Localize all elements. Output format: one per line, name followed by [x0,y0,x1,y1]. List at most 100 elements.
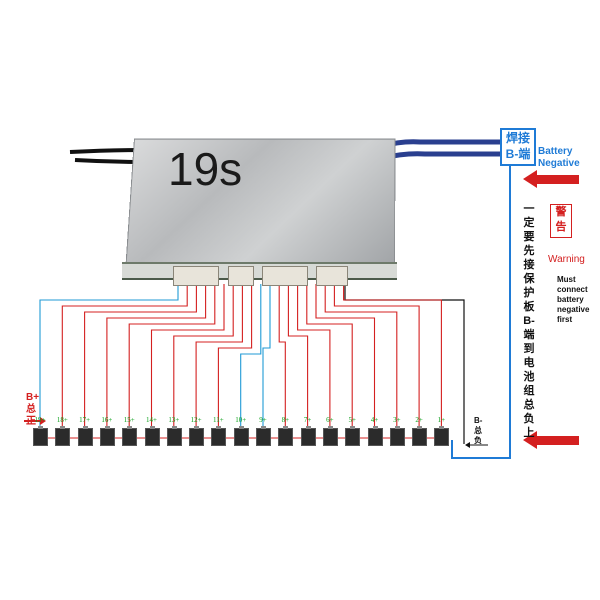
balance-wire [278,284,286,428]
battery-cell [77,426,93,446]
balance-wire [217,284,253,428]
battery-cell [144,426,160,446]
warning-char: 定 [523,217,535,229]
cell-label: 9+ [259,416,267,424]
battery-cell [367,426,383,446]
cell-label: 17+ [79,416,91,424]
battery-cell [33,426,48,446]
cell-label: 12+ [190,416,202,424]
warning-char: 护 [523,287,535,299]
balance-wire [106,284,207,428]
balance-connector-1 [173,266,219,286]
warning-char: 板 [523,301,535,313]
balance-wire [333,284,420,428]
battery-cell [166,426,182,446]
warning-char: 接 [523,259,535,271]
warning-en-line: first [557,315,573,324]
balance-connector-3 [262,266,308,286]
cell-label: 5+ [348,416,356,424]
warning-char: 保 [523,273,535,285]
warning-char: 池 [523,371,535,383]
warning-char: 端 [523,329,535,341]
warning-char: 到 [523,343,535,355]
warning-char: 电 [523,357,535,369]
balance-wire [128,284,216,428]
battery-cell [55,426,71,446]
battery-cell [189,426,205,446]
cell-label: 10+ [235,416,247,424]
balance-wire [287,284,309,428]
warning-en-line: negative [557,305,590,314]
board-label: 19s [168,143,243,195]
warning-vertical-cn: 一定要先接保护板 B- 端到电池组总负上 [522,202,536,440]
cell-label: 2+ [415,416,423,424]
b-plus-label: B+ 总 正 [26,392,40,427]
b-plus-arrowhead [40,417,46,425]
balance-wire [297,284,331,428]
cell-label: 3+ [393,416,401,424]
b-minus-total-label: B- 总 负 [474,416,483,445]
warning-char: B- [523,315,535,327]
cell-label: 18+ [56,416,68,424]
warning-char: 负 [523,413,535,425]
battery-cell [434,426,450,446]
warning-cn-box: 警 告 [550,204,572,238]
warning-char: 一 [523,203,535,215]
balance-wire [150,284,225,428]
balance-wire [173,284,234,428]
battery-cell [122,426,138,446]
cell-label: 7+ [303,416,312,424]
warning-char: 总 [523,399,535,411]
warning-en-label: Warning [548,254,585,265]
battery-cell [322,426,338,446]
balance-wire [195,284,243,428]
warning-en-line: battery [557,295,584,304]
cell-label: 8+ [281,416,290,424]
battery-cell [233,426,249,446]
balance-connector-2 [228,266,254,286]
warning-char: 组 [523,385,535,397]
battery-cell [389,426,405,446]
warning-char: 上 [523,427,535,439]
balance-wire [262,284,271,428]
cell-label: 13+ [168,416,180,424]
b-minus-blue-wire [451,162,511,459]
arrow-top-red [523,170,579,188]
warning-char: 要 [523,231,535,243]
balance-wire [61,284,188,428]
balance-wire [315,284,376,428]
warning-en-line: connect [557,285,588,294]
balance-connector-4 [316,266,348,286]
balance-wires [39,284,442,439]
pcb-edge [122,262,397,280]
cell-label: 15+ [123,416,135,424]
battery-cell [211,426,227,446]
bms-board [125,138,396,273]
battery-cell [300,426,316,446]
battery-cell [256,426,271,446]
balance-wire [343,284,442,428]
cell-label: 11+ [213,416,224,424]
b-minus-weld-label: 焊接 B-端 [500,128,536,166]
balance-wire [306,284,353,428]
cell-label: 6+ [326,416,334,424]
balance-wire [84,284,197,428]
cell-label: 4+ [370,416,379,424]
balance-wire [324,284,398,428]
cell-label: 1+ [437,416,446,424]
b-minus-arrowhead [465,442,470,448]
balance-wire [39,284,179,428]
balance-wire [240,284,262,428]
cell-label: 19+ [34,416,46,424]
warning-en-line: Must [557,275,576,284]
battery-cell [412,426,428,446]
battery-cell [278,426,294,446]
arrow-bottom-red [523,431,579,449]
warning-char: 先 [523,245,535,257]
cell-label: 16+ [101,416,113,424]
battery-negative-label: Battery Negative [538,146,580,169]
battery-cell [345,426,361,446]
